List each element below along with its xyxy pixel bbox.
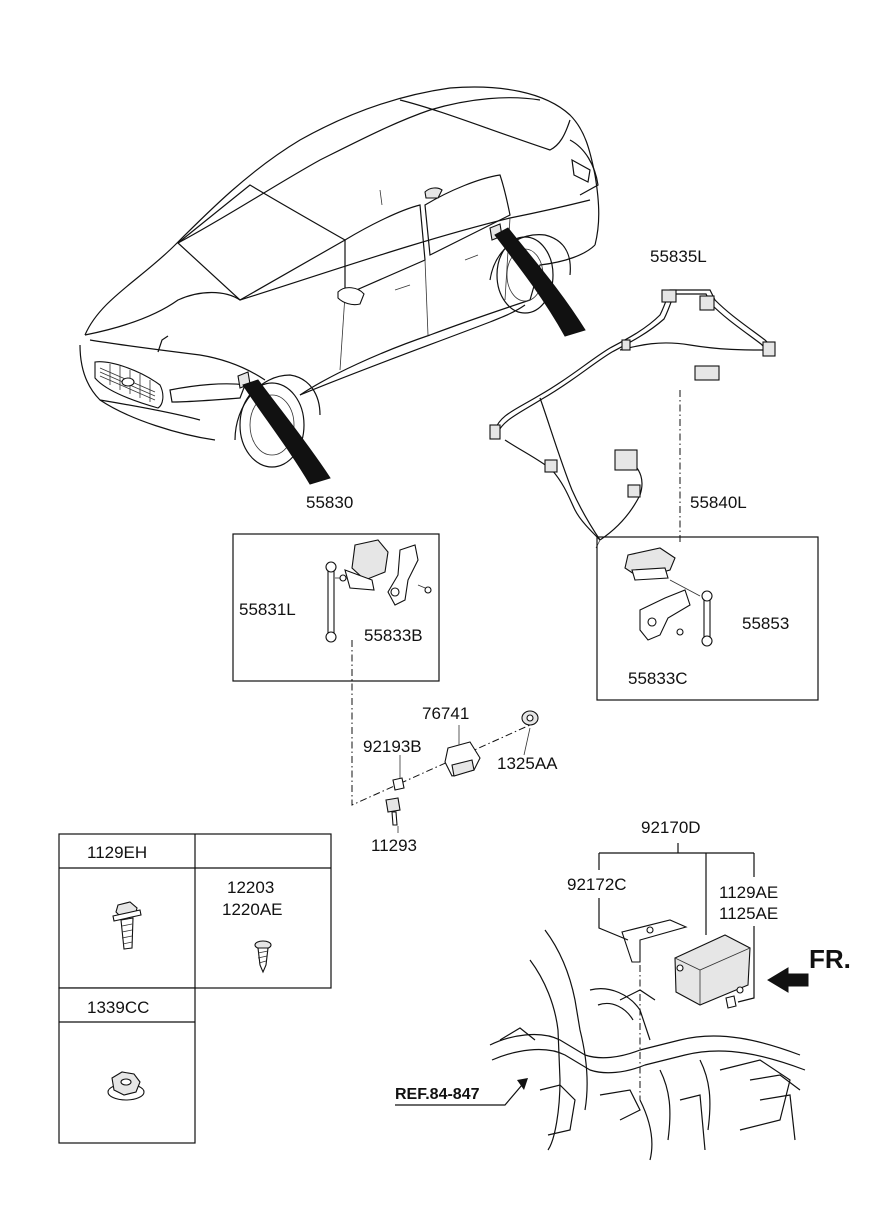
box-55840L [596, 536, 819, 701]
legend-header-1129EH: 1129EH [87, 843, 147, 862]
label-reference: REF.84-847 [395, 1086, 480, 1103]
legend-header-1339CC: 1339CC [87, 998, 149, 1017]
legend-12203: 12203 [227, 878, 274, 897]
car-illustration [79, 86, 600, 485]
fastener-legend-table [58, 833, 332, 1144]
label-55840L: 55840L [690, 493, 747, 512]
wiring-harness-55835L [489, 289, 776, 549]
flange-bolt-icon [112, 901, 142, 950]
label-1129AE: 1129AE [719, 883, 778, 902]
label-1125AE: 1125AE [719, 904, 778, 923]
label-92170D: 92170D [641, 818, 701, 837]
label-92193B: 92193B [363, 737, 422, 756]
label-92172C: 92172C [567, 875, 627, 894]
tapping-screw-icon [254, 940, 272, 974]
bracket-assembly-76741 [351, 390, 681, 833]
label-55831L: 55831L [239, 600, 296, 619]
flange-nut-icon [107, 1071, 145, 1101]
label-1325AA: 1325AA [497, 754, 558, 773]
underbody-module-92170D [395, 843, 809, 1161]
label-55830: 55830 [306, 493, 353, 512]
label-55853: 55853 [742, 614, 789, 633]
label-11293: 11293 [371, 836, 417, 855]
legend-1220AE: 1220AE [222, 900, 283, 919]
label-55833C: 55833C [628, 669, 688, 688]
label-55835L: 55835L [650, 247, 707, 266]
label-76741: 76741 [422, 704, 469, 723]
label-55833B: 55833B [364, 626, 423, 645]
label-front-direction: FR. [809, 944, 851, 974]
box-55830 [232, 533, 440, 682]
